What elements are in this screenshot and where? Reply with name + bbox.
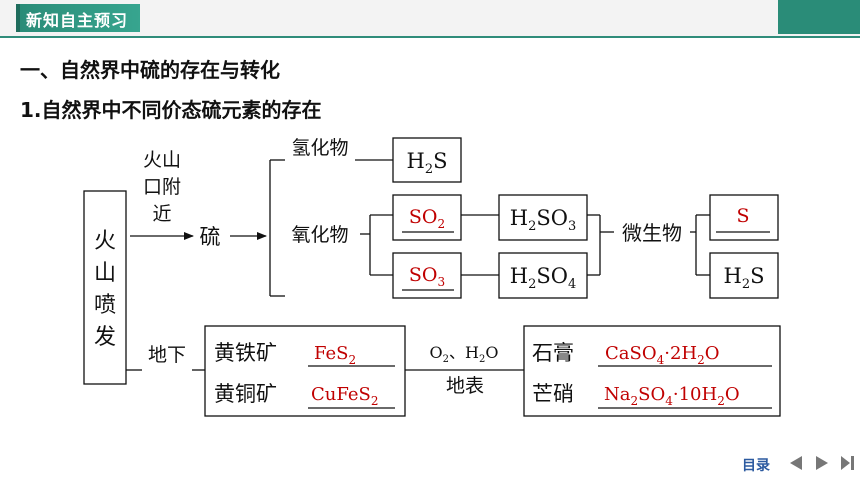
mirabilite-label: 芒硝 <box>532 382 574 406</box>
so3-answer: SO3 <box>409 264 445 289</box>
s-box <box>709 194 779 241</box>
s-answer: S <box>736 205 749 227</box>
gypsum-label: 石膏 <box>532 341 574 365</box>
na2so4-answer: Na2SO4·10H2O <box>604 384 740 408</box>
conditions-label: O2、H2O <box>430 343 499 365</box>
so2-answer: SO2 <box>409 206 445 231</box>
volcano-label-4: 发 <box>94 325 116 350</box>
mineral-box <box>204 325 406 417</box>
chalcopyrite-label: 黄铜矿 <box>214 382 277 406</box>
volcano-label-1: 火 <box>94 229 116 254</box>
so2-box <box>392 194 462 241</box>
oxide-label: 氧化物 <box>291 224 348 246</box>
fes2-answer: FeS2 <box>314 343 356 367</box>
pyrite-label: 黄铁矿 <box>214 341 277 365</box>
volcano-label-3: 喷 <box>94 293 116 318</box>
h2s-formula: H2S <box>407 149 448 177</box>
header-divider <box>0 36 860 38</box>
corner-tab <box>778 0 860 34</box>
heading-secondary: 1.自然界中不同价态硫元素的存在 <box>20 98 322 122</box>
previous-page-icon[interactable] <box>788 455 804 471</box>
microbe-label: 微生物 <box>622 221 682 245</box>
sulfur-label: 硫 <box>200 225 221 249</box>
hydride-label: 氢化物 <box>291 137 348 159</box>
cufes2-answer: CuFeS2 <box>311 384 379 408</box>
section-label: 新知自主预习 <box>26 11 129 30</box>
next-page-icon[interactable] <box>814 455 830 471</box>
section-tab <box>16 4 140 32</box>
contents-link[interactable]: 目录 <box>742 458 770 474</box>
near-label-2: 口附 <box>143 176 181 198</box>
last-page-icon[interactable] <box>840 455 856 471</box>
underground-label: 地下 <box>148 344 186 366</box>
salt-box <box>523 325 781 417</box>
h2s-formula-2: H2S <box>724 264 765 292</box>
h2so4-formula: H2SO4 <box>510 264 577 292</box>
h2so3-box <box>498 194 588 241</box>
heading-primary: 一、自然界中硫的存在与转化 <box>20 58 280 82</box>
near-label-3: 近 <box>152 203 171 225</box>
volcano-label-2: 山 <box>94 261 116 286</box>
caso4-answer: CaSO4·2H2O <box>605 343 720 367</box>
surface-label: 地表 <box>446 375 484 397</box>
near-label-1: 火山 <box>143 149 181 171</box>
header-band <box>0 0 860 36</box>
volcano-box <box>83 190 127 385</box>
h2so3-formula: H2SO3 <box>510 206 577 234</box>
